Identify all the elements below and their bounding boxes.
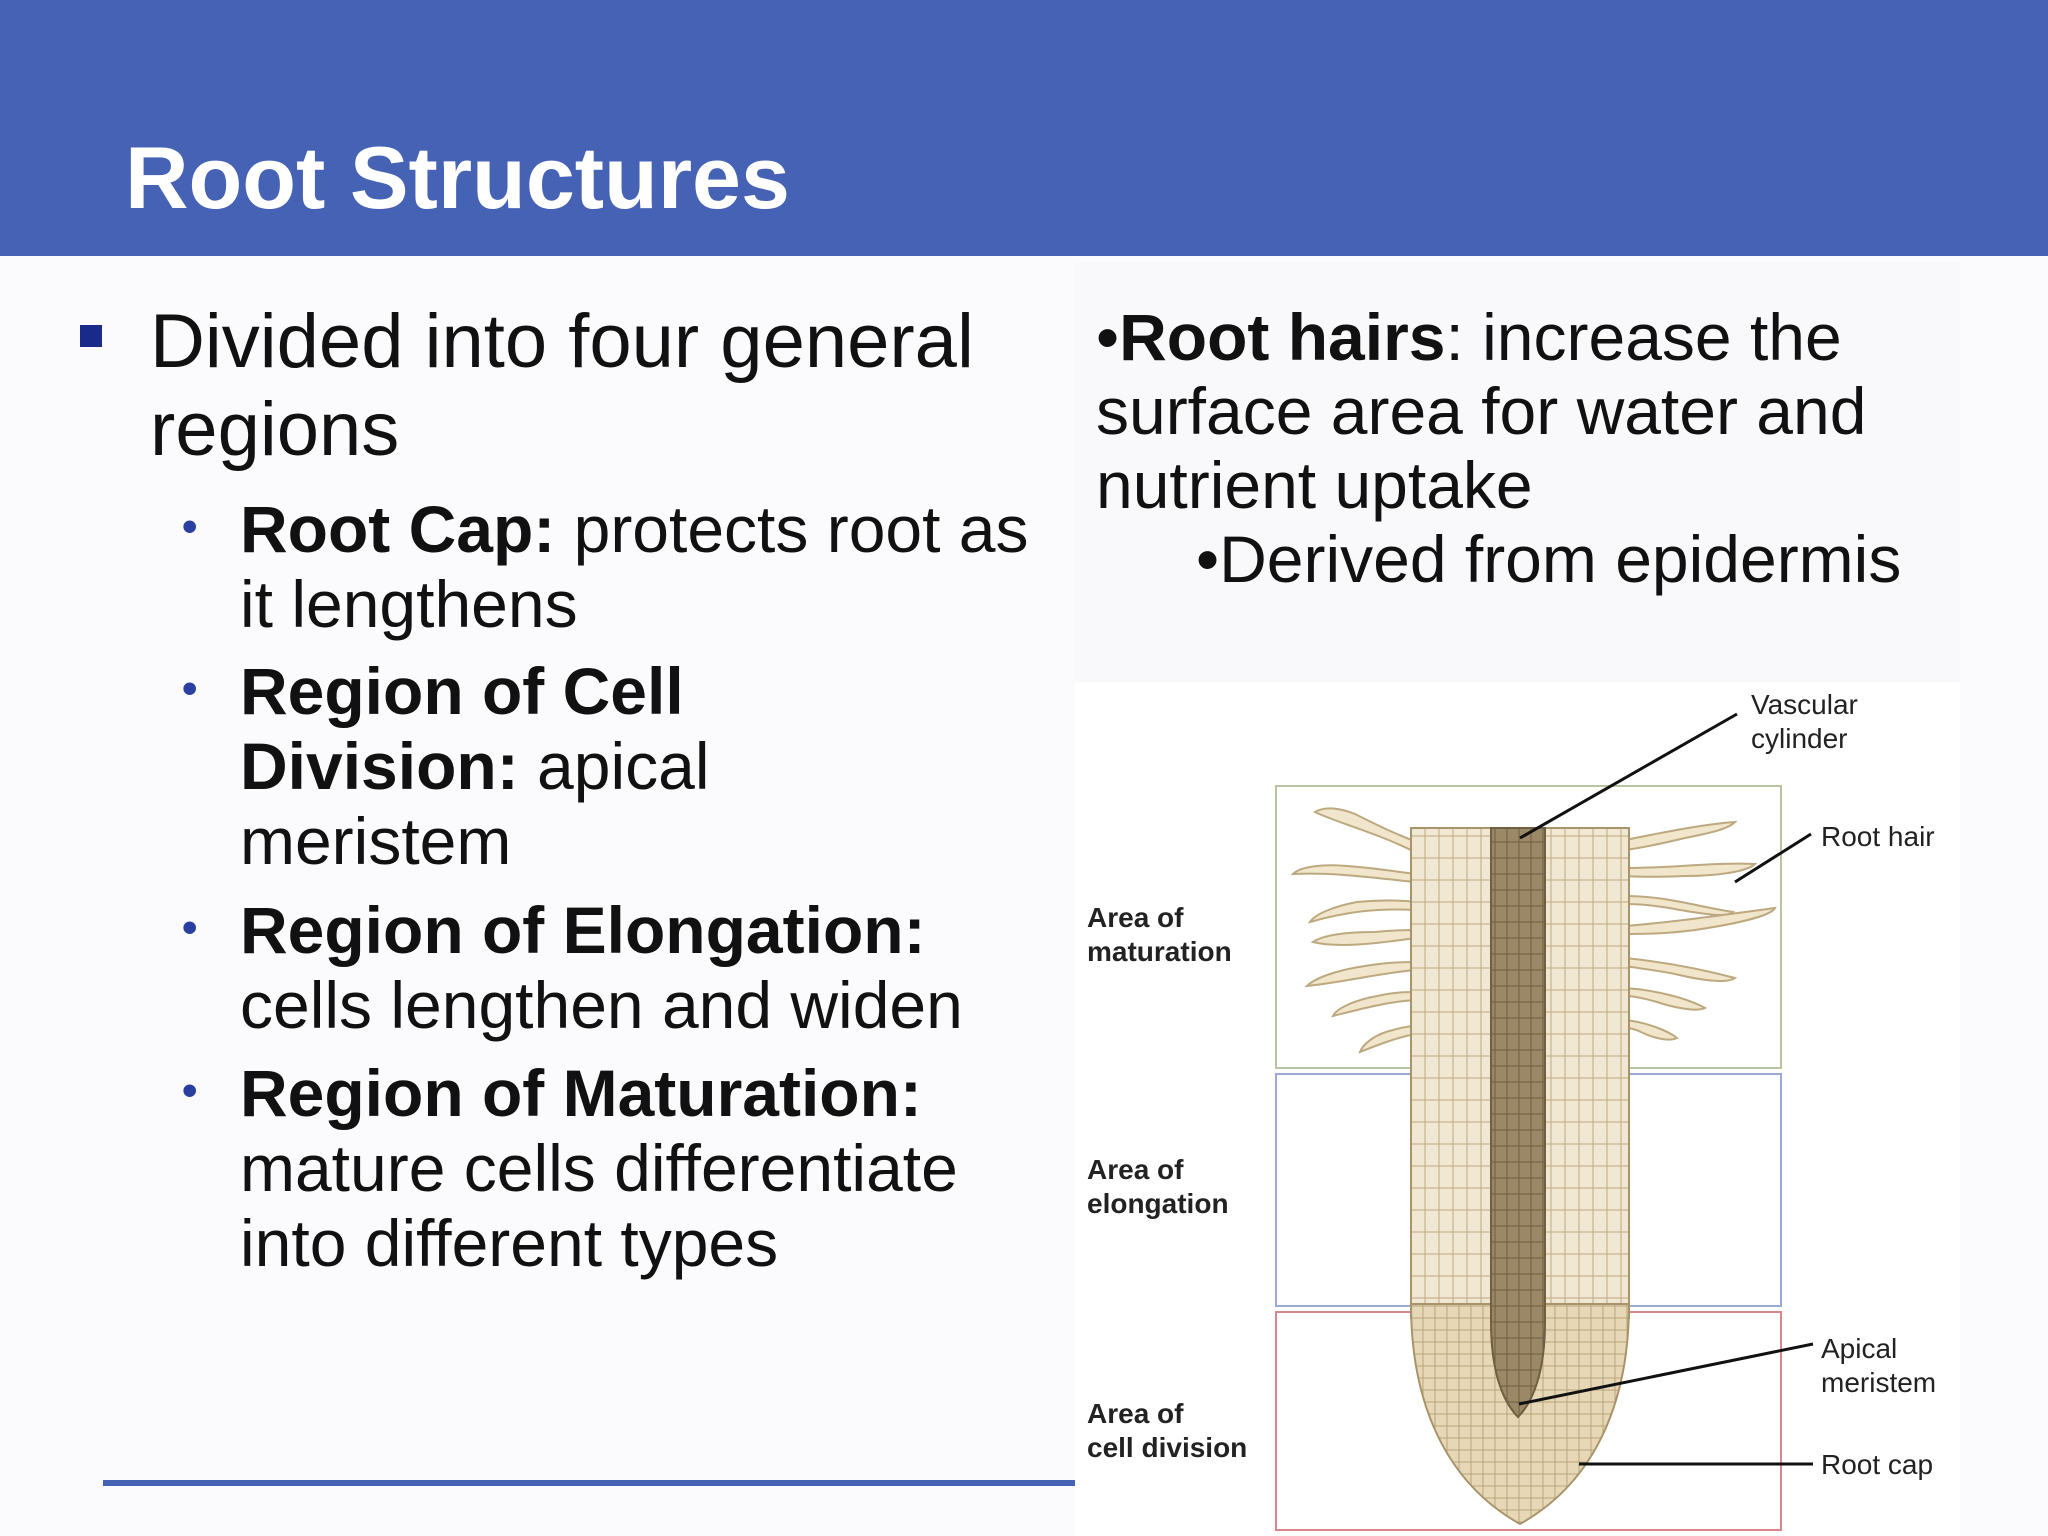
elongation-label-2: elongation (1087, 1188, 1229, 1219)
root-hairs-desc: : increase the surface area for water an… (1096, 300, 1867, 522)
main-point: Divided into four general regions (150, 299, 974, 472)
footer-divider (103, 1480, 1075, 1486)
root-hair-label: Root hair (1821, 821, 1935, 852)
list-item-desc: cells lengthen and widen (240, 968, 963, 1042)
epidermis-text: Derived from epidermis (1219, 522, 1902, 596)
list-item-term: Region of Cell Division: (240, 654, 684, 803)
root-hairs-term: Root hairs (1119, 300, 1446, 374)
epidermis-point: •Derived from epidermis (1196, 522, 1996, 596)
slide-title: Root Structures (125, 128, 790, 227)
list-item-text: Region of Maturation: mature cells diffe… (240, 1056, 1040, 1281)
vascular-label-2: cylinder (1751, 723, 1847, 754)
vascular-label-1: Vascular (1751, 689, 1858, 720)
root-hairs-right (1624, 820, 1777, 1041)
list-item-desc: apical meristem (240, 729, 710, 878)
maturation-label-1: Area of (1087, 902, 1184, 933)
title-bar (0, 0, 2048, 256)
bullet-dot-icon: • (1096, 300, 1120, 374)
list-item-text: Region of Cell Division: apical meristem (240, 654, 800, 879)
apical-label-1: Apical (1821, 1333, 1897, 1364)
list-item-text: Root Cap: protects root as it lengthens (240, 492, 1040, 642)
list-item-term: Root Cap: (240, 492, 556, 566)
list-item-desc: mature cells differentiate into differen… (240, 1131, 958, 1280)
list-item-text: Region of Elongation: cells lengthen and… (240, 893, 1040, 1043)
division-label-1: Area of (1087, 1398, 1184, 1429)
bullet-dot-icon: • (182, 502, 198, 551)
bullet-square-icon (80, 325, 102, 347)
bullet-dot-icon: • (182, 903, 198, 952)
bullet-dot-icon: • (182, 1066, 198, 1115)
root-hairs-point: •Root hairs: increase the surface area f… (1096, 300, 1976, 522)
root-hairs-left (1290, 807, 1419, 1054)
root-cap-label: Root cap (1821, 1449, 1933, 1480)
elongation-label-1: Area of (1087, 1154, 1184, 1185)
leader-lines (1518, 712, 1814, 1466)
maturation-label-2: maturation (1087, 936, 1232, 967)
bullet-dot-icon: • (1196, 522, 1220, 596)
division-label-2: cell division (1087, 1432, 1247, 1463)
list-item-desc: protects root as it lengthens (240, 492, 1029, 641)
root-diagram: Vascular cylinder Root hair Apical meris… (1075, 682, 1960, 1536)
list-item-term: Region of Maturation: (240, 1056, 922, 1130)
vascular-cylinder-shape (1490, 827, 1546, 1419)
list-item-term: Region of Elongation: (240, 893, 926, 967)
apical-label-2: meristem (1821, 1367, 1936, 1398)
bullet-dot-icon: • (182, 664, 198, 713)
